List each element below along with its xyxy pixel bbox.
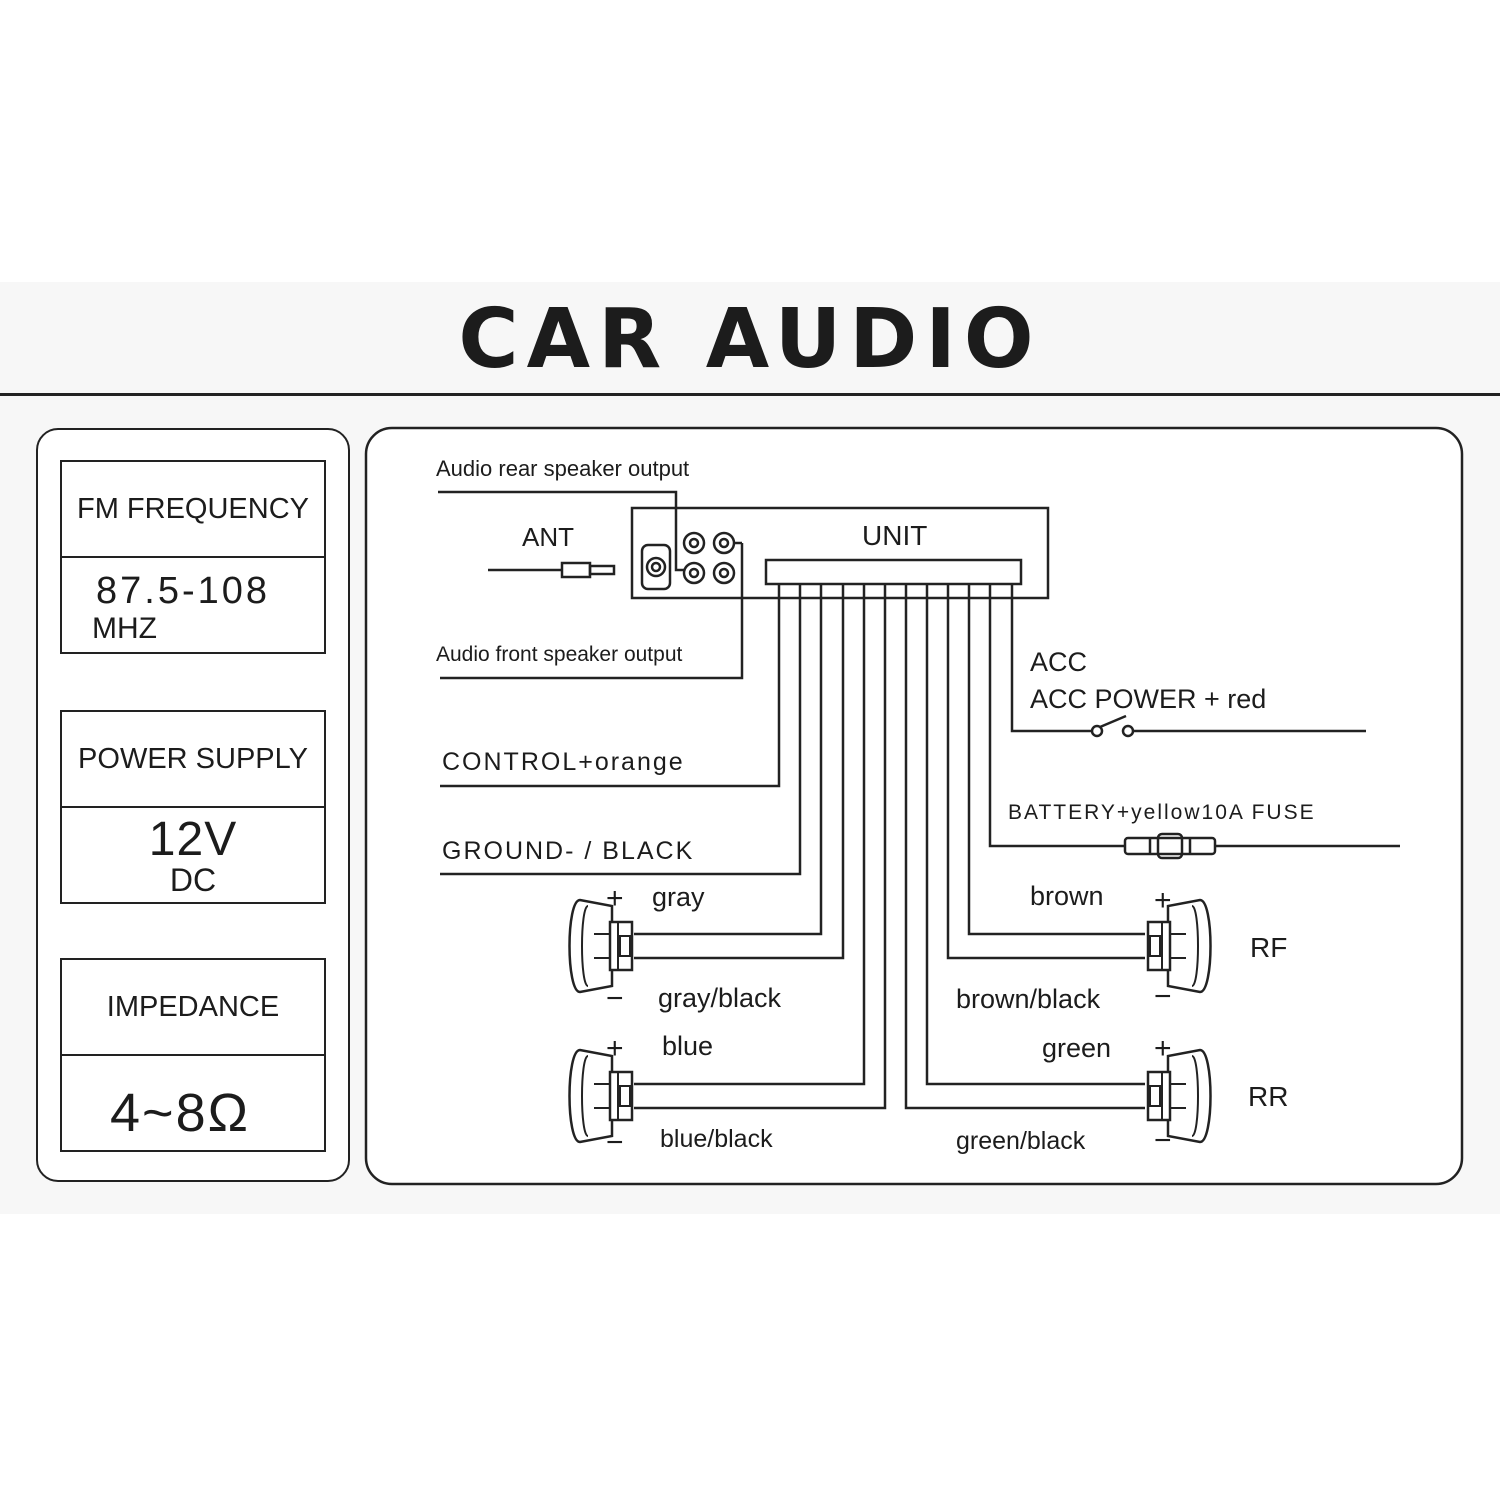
wire-harness-connector [764,558,1023,586]
antenna-label: ANT [522,522,574,552]
fuse-icon [1123,836,1217,856]
fm-frequency-box: FM FREQUENCY 87.5-108 MHZ [60,460,326,654]
power-supply-label: POWER SUPPLY [62,712,324,808]
harness-pins [778,584,1013,598]
acc-label: ACC [1030,647,1087,677]
lr-minus-sign: − [606,1126,624,1159]
power-supply-box: POWER SUPPLY 12V DC [60,710,326,904]
rf-speaker-label: RF [1250,932,1287,963]
specifications-panel: FM FREQUENCY 87.5-108 MHZ POWER SUPPLY 1… [36,428,350,1182]
rf-minus-wire-label: brown/black [956,984,1101,1014]
battery-wire-label: BATTERY+yellow10A FUSE [1008,801,1316,824]
audio-front-output-label: Audio front speaker output [436,643,682,666]
control-wire-label: CONTROL+orange [442,748,685,776]
audio-rear-output-label: Audio rear speaker output [436,456,689,481]
impedance-label: IMPEDANCE [62,960,324,1056]
head-unit [630,506,1050,600]
lr-plus-sign: + [606,1032,624,1065]
antenna-socket [640,543,672,591]
lr-plus-wire-label: blue [662,1031,713,1061]
wiring-panel-frame [364,426,1464,1186]
fm-frequency-label: FM FREQUENCY [62,462,324,558]
lf-minus-wire-label: gray/black [658,983,782,1013]
ground-wire-label: GROUND- / BLACK [442,837,694,865]
unit-label: UNIT [862,520,927,551]
rr-plus-wire-label: green [1042,1033,1111,1063]
rca-jack-icon [712,561,736,585]
lf-plus-sign: + [606,882,624,915]
acc-switch-icon [1090,724,1104,738]
rca-jack-icon [682,531,706,555]
impedance-value: 4~8Ω [110,1083,250,1143]
title-divider [0,393,1500,396]
rr-minus-wire-label: green/black [956,1127,1086,1155]
power-supply-unit: DC [169,862,217,898]
impedance-box: IMPEDANCE 4~8Ω [60,958,326,1152]
rf-minus-sign: − [1154,980,1172,1013]
rca-jack-icon [682,561,706,585]
acc-power-label: ACC POWER + red [1030,684,1266,714]
lf-minus-sign: − [606,982,624,1015]
rf-plus-wire-label: brown [1030,881,1104,911]
rr-minus-sign: − [1154,1124,1172,1157]
lf-plus-wire-label: gray [652,882,705,912]
lr-minus-wire-label: blue/black [660,1125,773,1153]
page-title: CAR AUDIO [458,292,1042,387]
fm-frequency-unit: MHZ [92,612,157,645]
rr-plus-sign: + [1154,1032,1172,1065]
fm-frequency-value: 87.5-108 [96,570,271,612]
rr-speaker-label: RR [1248,1081,1288,1112]
power-supply-value: 12V [148,813,238,866]
rf-plus-sign: + [1154,884,1172,917]
